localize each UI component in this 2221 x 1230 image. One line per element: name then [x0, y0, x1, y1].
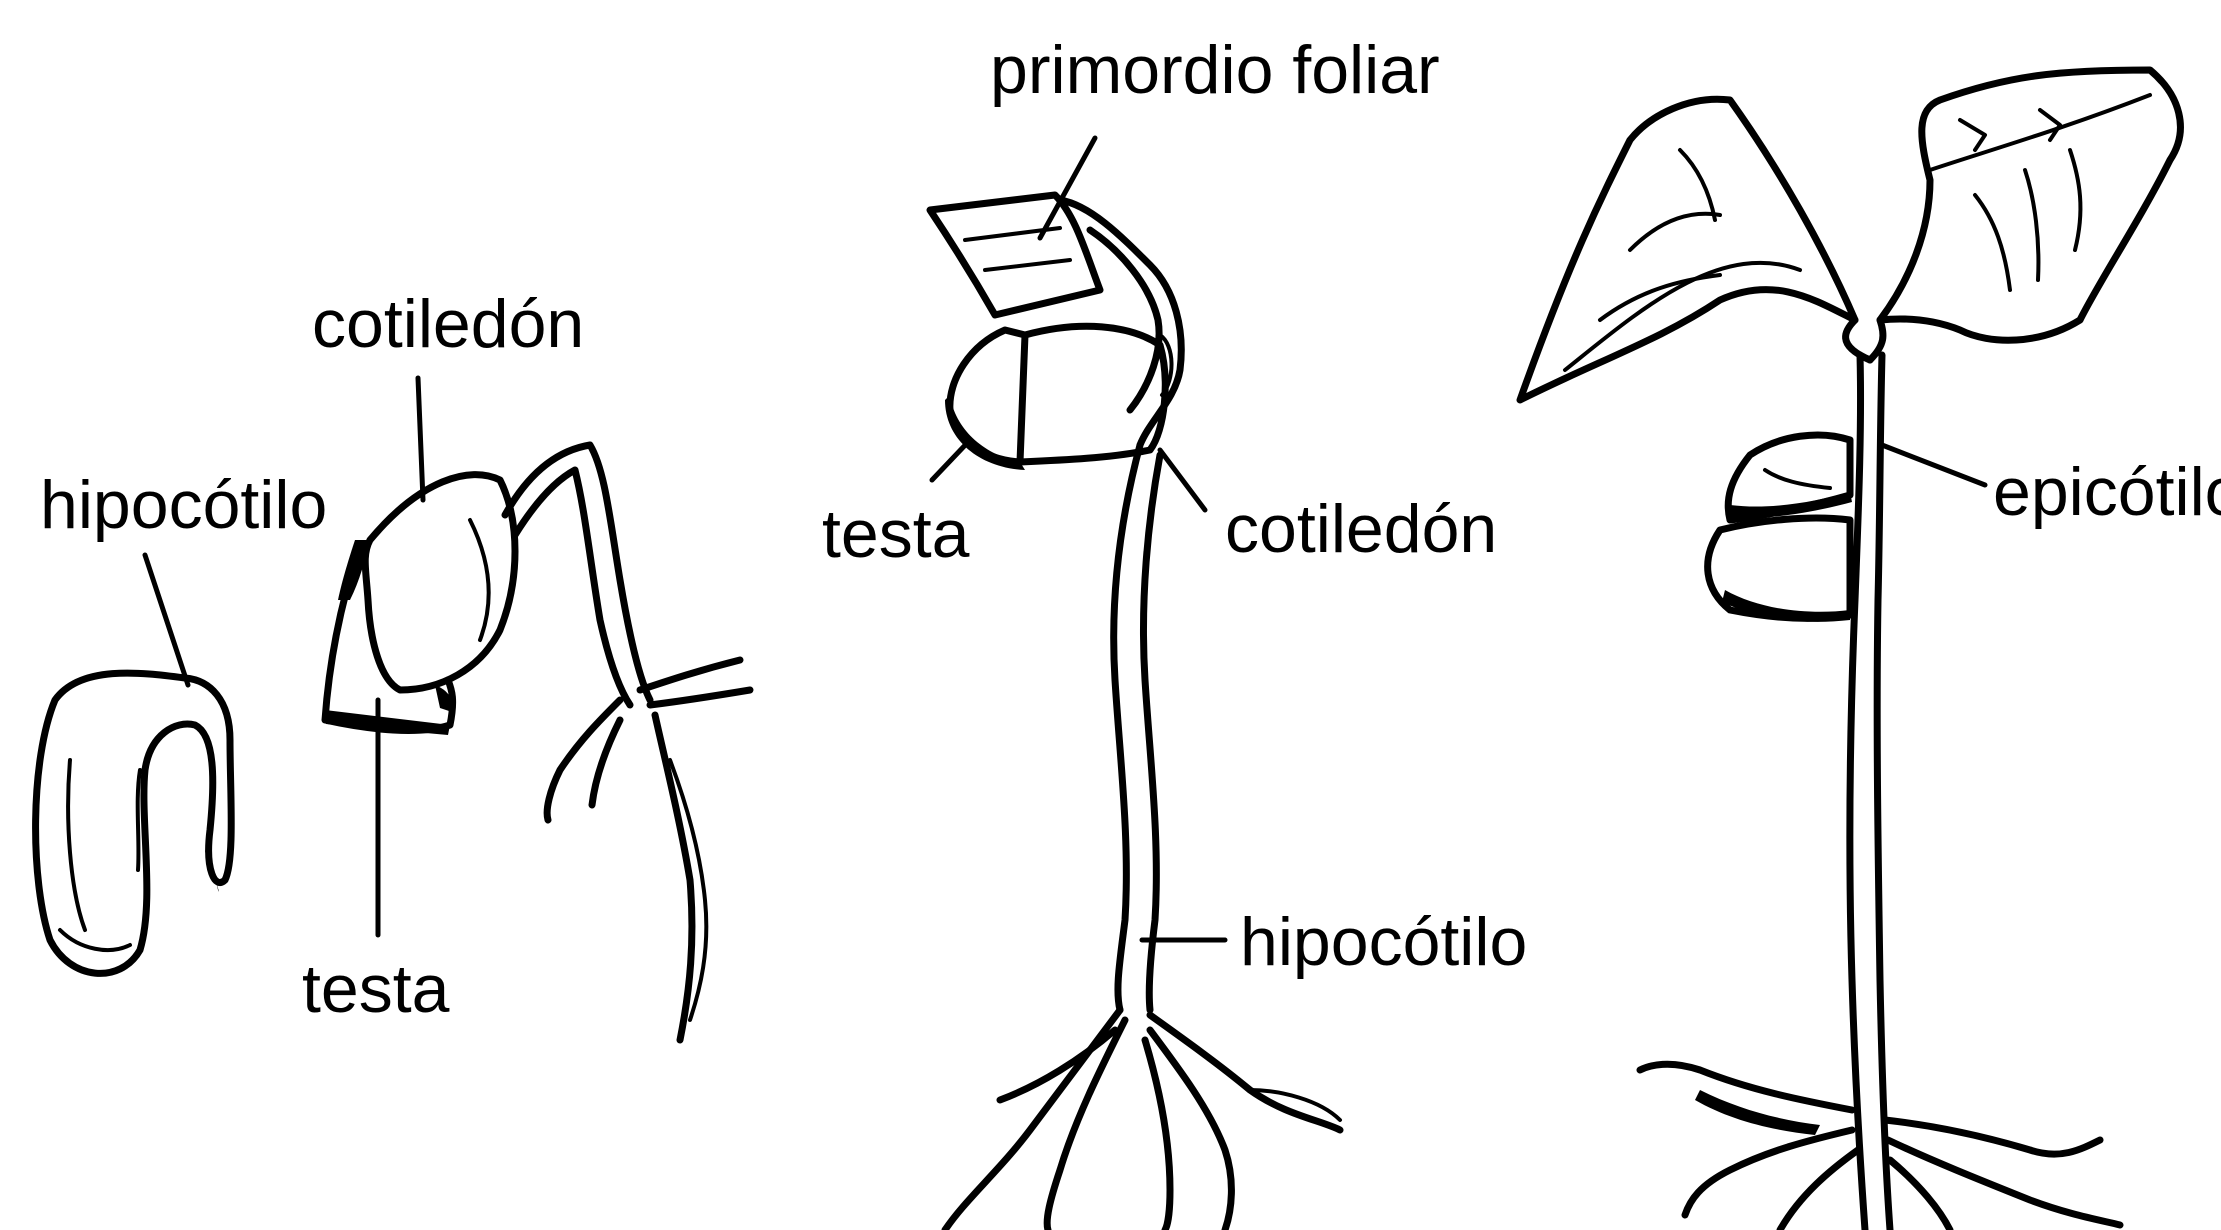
- stage3-leaf-primordium-label: primordio foliar: [990, 32, 1440, 108]
- stage3-testa-leader: [932, 440, 970, 480]
- stage4-epicotyl-leader: [1882, 445, 1985, 485]
- stage3-leaf-primordium-leader: [1040, 138, 1095, 238]
- stage3-cotyledon-leader: [1160, 450, 1205, 510]
- stage3-testa-label: testa: [822, 496, 970, 572]
- stage3-seedling-drawing: [930, 195, 1340, 1230]
- stage4-epicotyl-label: epicótilo: [1993, 454, 2221, 530]
- stage2-testa-label: testa: [302, 951, 450, 1027]
- stage1-hypocotyl-leader: [145, 555, 188, 685]
- stage4-plant-drawing: [1520, 70, 2180, 1230]
- stage2-cotyledon-label: cotiledón: [312, 286, 584, 362]
- stage2-cotyledon-leader: [418, 378, 423, 500]
- stage3-cotyledon-label: cotiledón: [1225, 491, 1497, 567]
- stage1-seed-drawing: [36, 673, 232, 973]
- stage1-hypocotyl-label: hipocótilo: [40, 467, 327, 543]
- stage3-hypocotyl-label: hipocótilo: [1240, 904, 1527, 980]
